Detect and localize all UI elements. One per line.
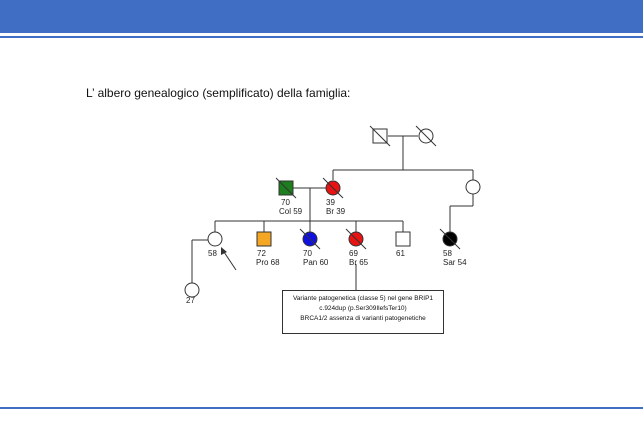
- mother-deceased-mark: [322, 177, 344, 199]
- child2-condition-label: Pro 68: [256, 258, 280, 267]
- child3-deceased-mark: [299, 228, 321, 250]
- footer-divider: [0, 407, 643, 409]
- child4-deceased-mark: [345, 228, 367, 250]
- child2-symbol: [256, 231, 272, 247]
- father-deceased-mark: [275, 177, 297, 199]
- father-age-label: 70: [281, 198, 290, 207]
- child6-deceased-mark: [439, 228, 461, 250]
- child6-condition-label: Sar 54: [443, 258, 467, 267]
- child3-condition-label: Pan 60: [303, 258, 329, 267]
- child1-age-label: 58: [208, 249, 217, 258]
- child5-age-label: 61: [396, 249, 405, 258]
- note-line-1: Variante patogenetica (classe 5) nel gen…: [292, 295, 434, 302]
- proband-arrow-shaft: [223, 251, 237, 271]
- grandchild-age-label: 27: [186, 296, 195, 305]
- mother-condition-label: Br 39: [326, 207, 346, 216]
- note-line-2: c.924dup (p.Ser309IlefsTer10): [319, 305, 407, 312]
- child2-age-label: 72: [257, 249, 266, 258]
- grandmother-deceased-mark: [415, 125, 437, 147]
- grandchild-symbol: [184, 282, 200, 298]
- father-condition-label: Col 59: [279, 207, 303, 216]
- child3-age-label: 70: [303, 249, 312, 258]
- header-divider: [0, 36, 643, 38]
- child4-age-label: 69: [349, 249, 358, 258]
- child6-age-label: 58: [443, 249, 452, 258]
- aunt-symbol: [465, 179, 481, 195]
- note-line-3: BRCA1/2 assenza di varianti patogenetich…: [300, 315, 426, 322]
- genetic-variant-note: Variante patogenetica (classe 5) nel gen…: [282, 290, 444, 334]
- child4-condition-label: Br 65: [349, 258, 369, 267]
- proband-arrow-head: [221, 247, 227, 255]
- child5-symbol: [395, 231, 411, 247]
- slide-title: L’ albero genealogico (semplificato) del…: [86, 86, 351, 100]
- child1-symbol: [207, 231, 223, 247]
- mother-age-label: 39: [326, 198, 335, 207]
- grandfather-deceased-mark: [369, 125, 391, 147]
- header-bar: [0, 0, 643, 33]
